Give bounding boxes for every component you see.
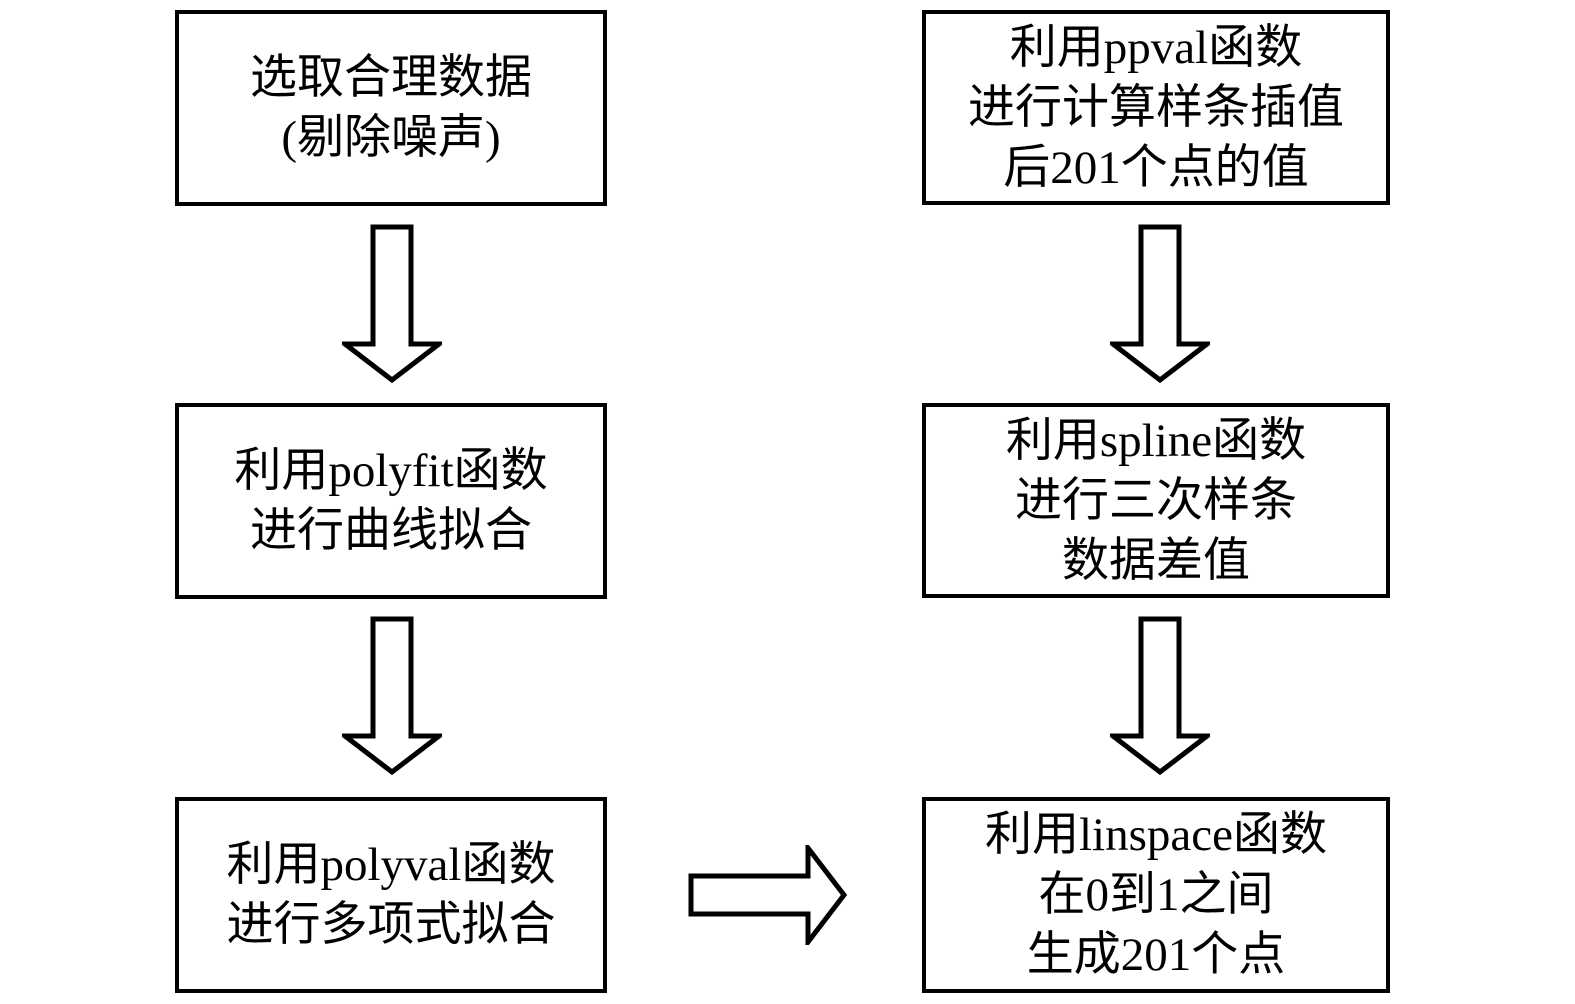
flow-box-line: 后201个点的值 [1003,141,1309,194]
flow-box-spline: 利用spline函数 进行三次样条 数据差值 [922,403,1390,598]
flow-box-line: 选取合理数据 [250,52,532,104]
flow-box-polyfit: 利用polyfit函数 进行曲线拟合 [175,403,607,599]
flow-box-line: 利用spline函数 [1005,414,1307,467]
down-arrow-icon [1110,224,1210,384]
flow-box-line: 利用ppval函数 [1009,21,1303,74]
flow-box-linspace: 利用linspace函数 在0到1之间 生成201个点 [922,797,1390,993]
flow-box-line: 进行曲线拟合 [250,505,532,557]
flow-box-line: 数据差值 [1062,534,1250,587]
flow-box-line: 进行三次样条 [1015,474,1297,527]
down-arrow-icon [1110,616,1210,776]
flow-box-ppval: 利用ppval函数 进行计算样条插值 后201个点的值 [922,10,1390,205]
down-arrow-icon [342,224,442,384]
flow-box-polyval: 利用polyval函数 进行多项式拟合 [175,797,607,993]
flow-box-line: 生成201个点 [1026,929,1286,981]
flow-box-line: 进行计算样条插值 [968,81,1344,134]
flow-box-line: 利用polyval函数 [226,839,556,891]
flow-box-line: 在0到1之间 [1038,869,1274,921]
flow-box-line: 利用polyfit函数 [234,445,548,497]
right-arrow-icon [688,845,848,945]
flow-box-line: (剔除噪声) [281,112,501,164]
flow-box-line: 利用linspace函数 [985,809,1327,861]
flow-box-select-data: 选取合理数据 (剔除噪声) [175,10,607,206]
down-arrow-icon [342,616,442,776]
flow-box-line: 进行多项式拟合 [226,899,556,951]
